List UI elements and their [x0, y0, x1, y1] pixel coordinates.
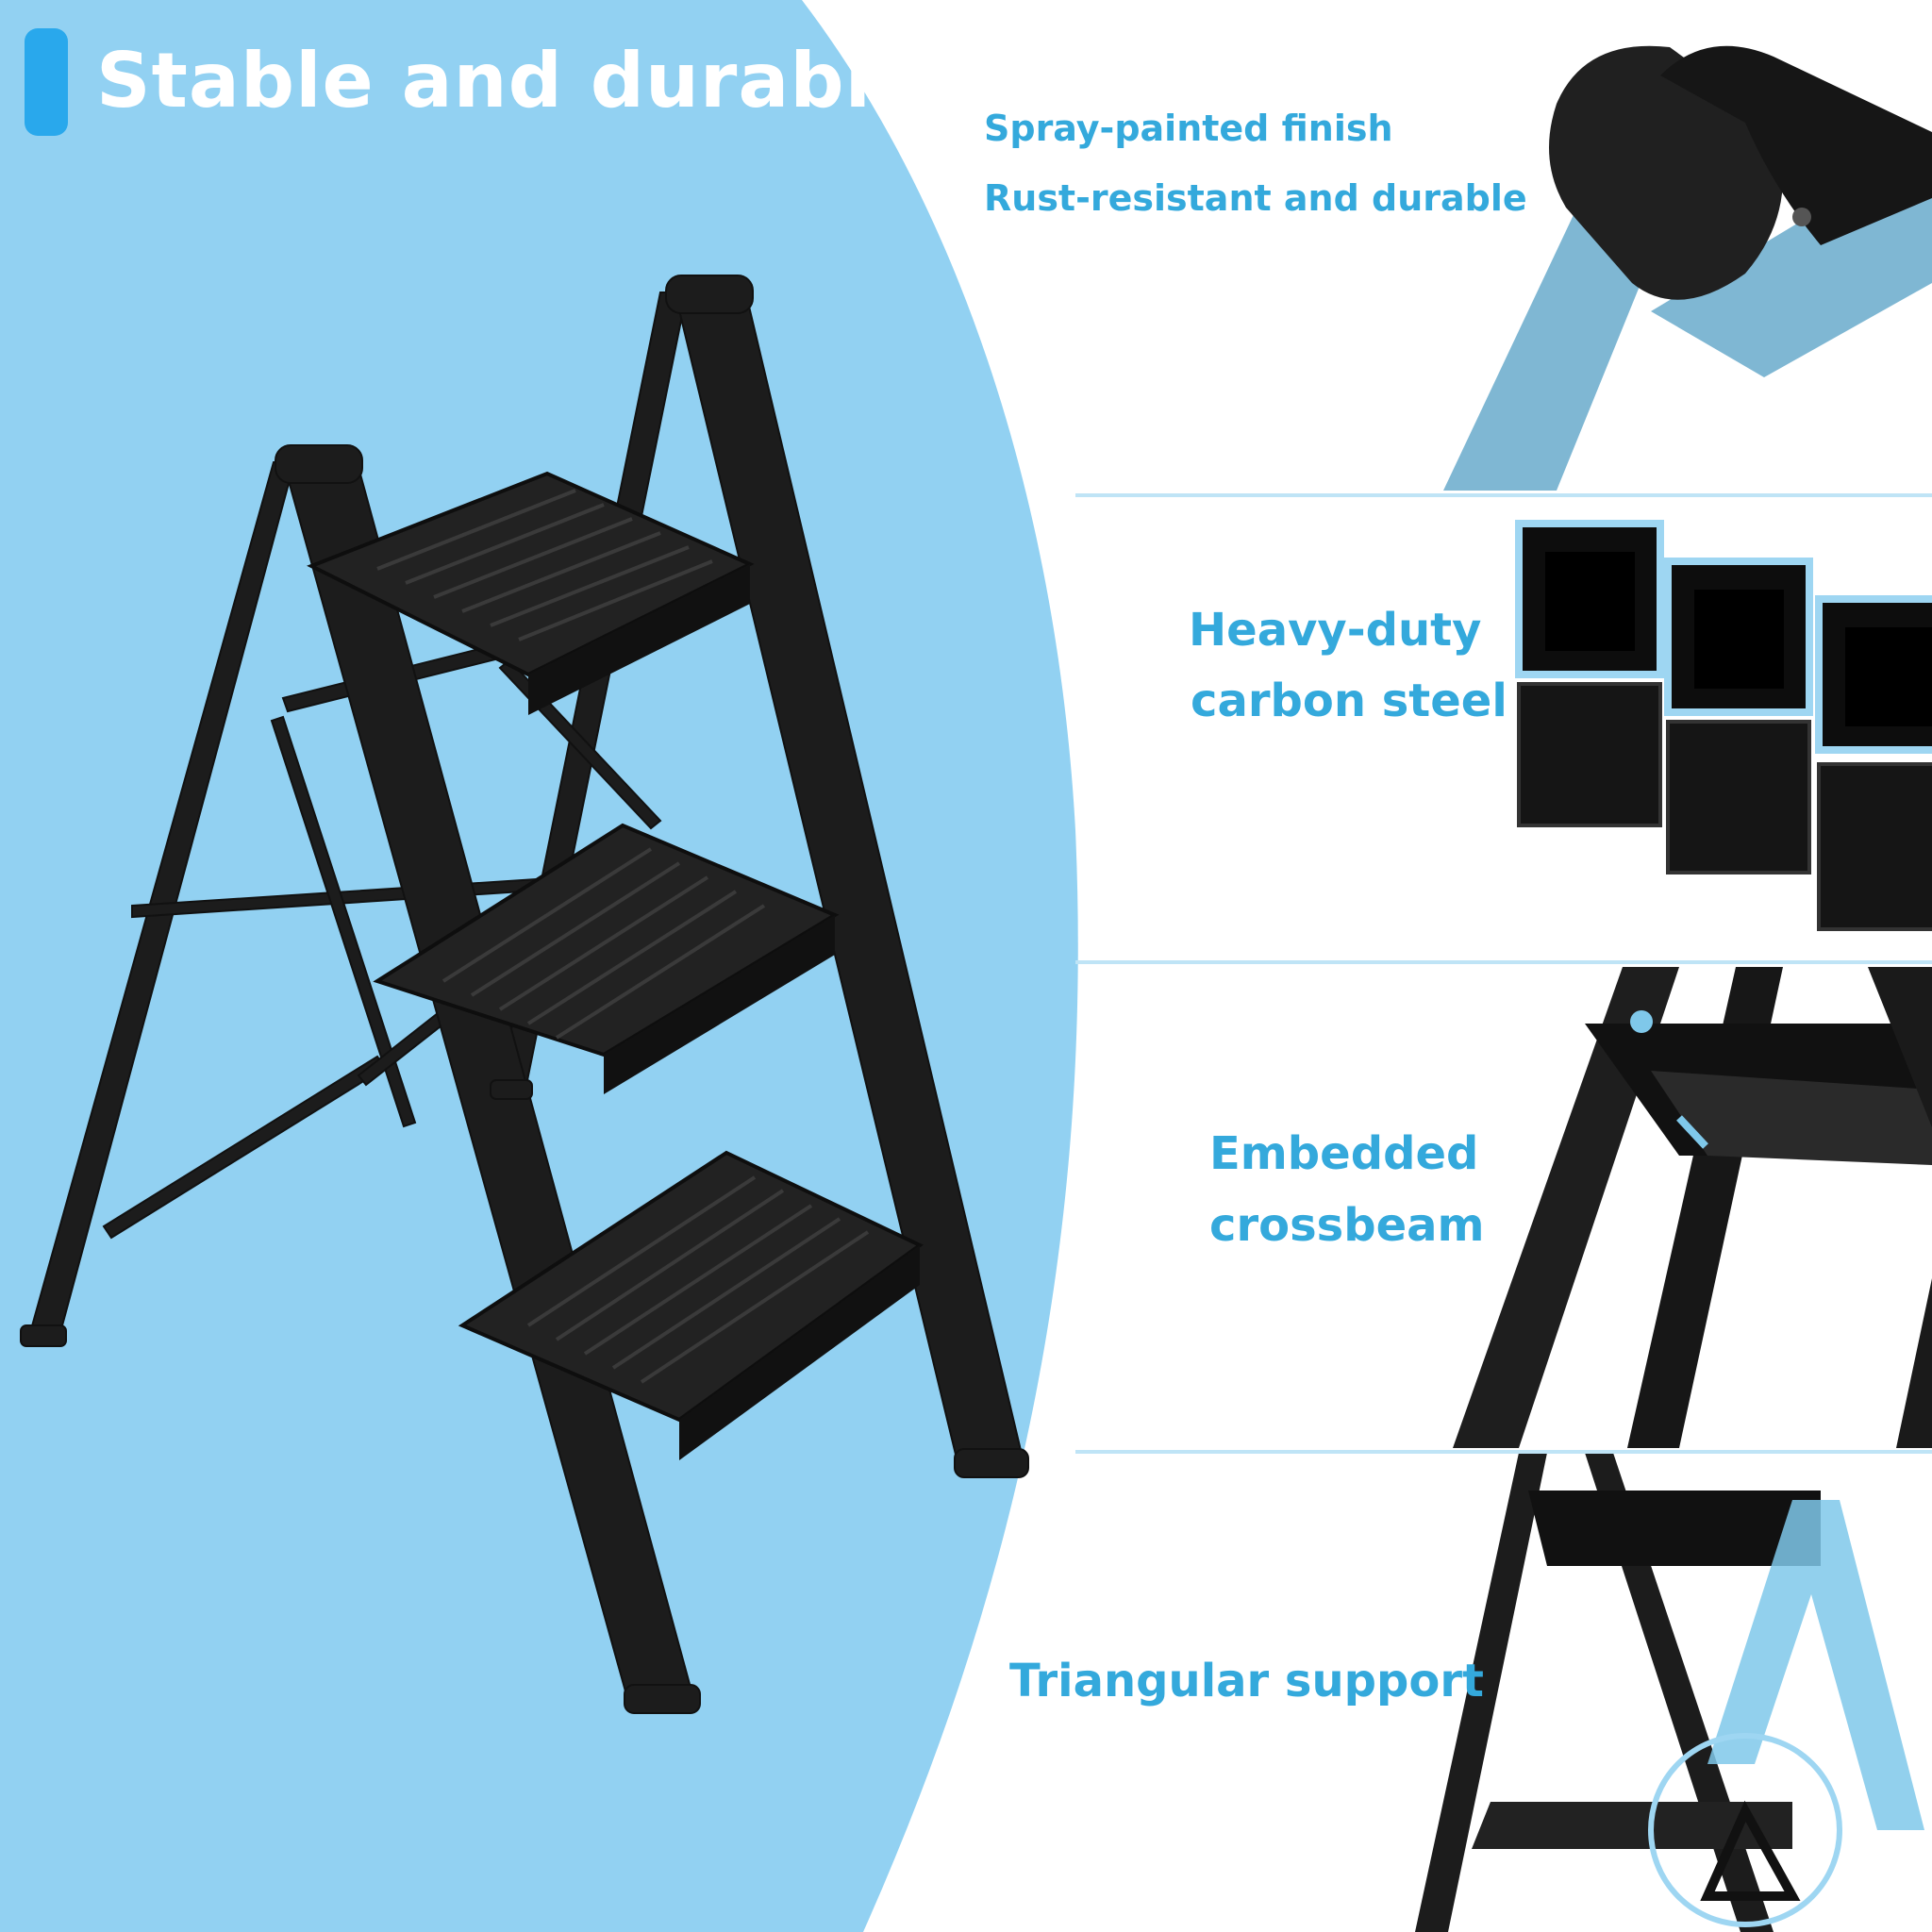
feature-label-crossbeam: crossbeam	[1209, 1199, 1485, 1252]
section-divider	[1075, 960, 1932, 964]
feature-label-spray-painted: Spray-painted finish	[984, 108, 1393, 149]
feature-label-heavy-duty: Heavy-duty	[1189, 604, 1482, 657]
feature-label-rust-resistant: Rust-resistant and durable	[984, 177, 1527, 219]
page-title: Stable and durable	[96, 37, 924, 125]
title-accent-pill	[25, 28, 68, 136]
triangular-support-closeup	[1415, 1453, 1924, 1932]
section-divider	[1075, 1450, 1932, 1454]
step-ladder-illustration	[20, 275, 1029, 1714]
ladder-steps	[307, 471, 924, 1460]
feature-label-triangular-support: Triangular support	[1009, 1655, 1484, 1707]
feature-label-embedded: Embedded	[1209, 1127, 1479, 1180]
rubber-foot-closeup	[1443, 45, 1932, 491]
section-divider	[1075, 493, 1932, 497]
crossbeam-closeup	[1453, 967, 1932, 1448]
steel-tube-closeup	[1515, 520, 1932, 931]
feature-label-carbon-steel: carbon steel	[1191, 675, 1507, 727]
